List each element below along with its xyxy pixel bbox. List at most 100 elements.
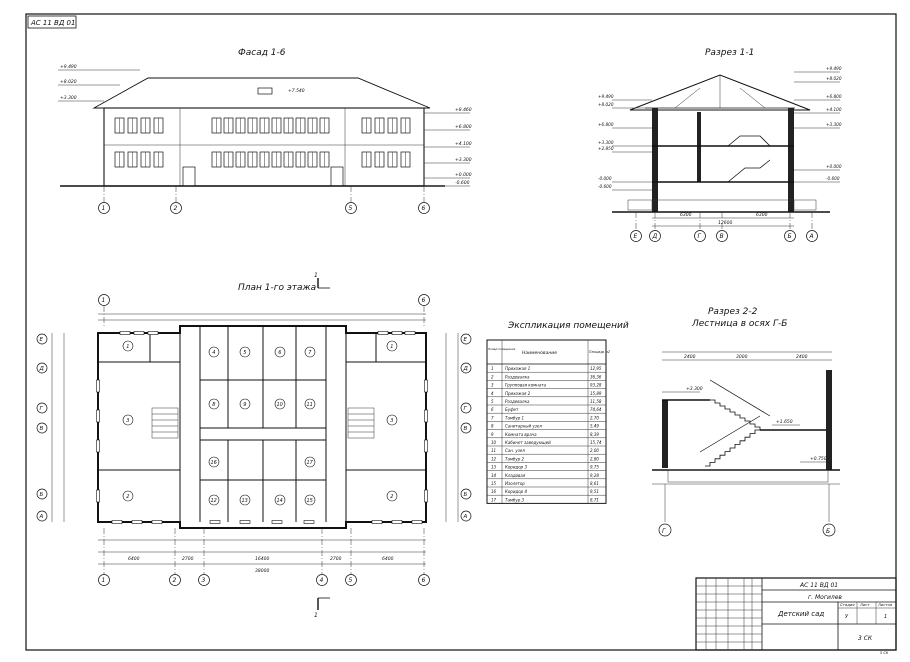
plan-room-number: 5: [243, 350, 246, 356]
section11-stair-lower: [727, 159, 771, 183]
schedule-cell-area: 8,39: [590, 432, 599, 437]
plan-window-bottom: [239, 520, 251, 524]
stair-handrail: [709, 379, 771, 417]
plan-axis-left-3: В: [40, 426, 44, 432]
plan-room-number: 14: [277, 498, 283, 504]
schedule-cell-number: 13: [491, 465, 497, 470]
plan-room-number: 13: [242, 498, 248, 504]
plan-axis-right-0: Е: [464, 337, 468, 343]
section22-dim-1: 3000: [736, 354, 748, 360]
section11-level-l5: -0.000: [598, 176, 612, 181]
room-schedule: Экспликация помещений Номер помещенияНаи…: [486, 321, 629, 504]
facade-door-left: [182, 166, 196, 187]
plan-axis-bottom-5: 6: [422, 577, 426, 584]
facade-level-r0: +8.460: [455, 107, 472, 113]
section22-level-0: +3.300: [686, 386, 703, 392]
schedule-cell-area: 9,28: [590, 473, 599, 478]
plan-room-number: 3: [390, 418, 393, 424]
section22-level-2: +0.750: [810, 456, 827, 462]
sheet-frame: [25, 13, 897, 651]
section11-dim-1: 12600: [718, 220, 732, 226]
schedule-cell-name: Коридор 4: [505, 489, 527, 494]
schedule-cell-number: 17: [491, 497, 497, 502]
schedule-cell-number: 8: [491, 424, 494, 429]
schedule-header-0: Номер помещения: [488, 347, 516, 351]
plan-window-left: [96, 379, 100, 393]
facade-level-r1: +6.800: [455, 124, 472, 130]
section22-title: Разрез 2-2: [708, 307, 758, 317]
schedule-cell-name: Коридор 3: [505, 465, 527, 470]
plan-window-bottom: [303, 520, 315, 524]
section11-wall-left: [652, 108, 658, 212]
schedule-cell-area: 8,71: [590, 497, 599, 502]
schedule-cell-name: Тамбур 1: [505, 415, 524, 420]
titleblock-stage-h1: Лист: [859, 602, 870, 607]
plan-stair-right: [347, 407, 375, 439]
section22-subtitle: Лестница в осях Г-Б: [691, 319, 787, 329]
stair-flight-upper: [710, 399, 765, 431]
schedule-cell-area: 9,75: [590, 465, 599, 470]
facade-level-l1: +8.020: [60, 79, 77, 85]
facade-title: Фасад 1-6: [238, 48, 286, 58]
section11-axis-2: Г: [698, 233, 702, 240]
plan-window-bottom: [151, 520, 163, 524]
schedule-cell-number: 16: [491, 489, 497, 494]
plan-room-number: 3: [126, 418, 129, 424]
schedule-cell-number: 2: [491, 374, 494, 379]
schedule-cell-number: 14: [491, 473, 497, 478]
plan-window-left: [96, 439, 100, 453]
section11-axis-0: Е: [634, 233, 638, 240]
section11-level-l3: +3.300: [598, 140, 614, 145]
plan-axis-right-5: А: [463, 514, 468, 520]
section11-level-l2: +6.800: [598, 122, 614, 127]
schedule-title: Экспликация помещений: [507, 321, 629, 331]
plan-dimension-lines: [51, 313, 459, 565]
plan-window-top: [391, 331, 403, 335]
plan-window-top: [147, 331, 159, 335]
plan-window-right: [424, 439, 428, 453]
plan-axis-left-4: Б: [40, 492, 44, 498]
facade-level-r5: -0.600: [455, 180, 470, 186]
schedule-cell-name: Кабинет заведующей: [505, 440, 551, 445]
schedule-cell-name: Раздевалка: [505, 399, 530, 404]
schedule-cell-number: 5: [491, 399, 494, 404]
section22-level-1: +1.650: [776, 419, 793, 425]
schedule-cell-area: 11,58: [590, 399, 602, 404]
plan-window-top: [404, 331, 416, 335]
section11-wall-mid: [697, 112, 701, 182]
plan-room-number: 1: [126, 344, 129, 350]
section22-axis-0: Г: [662, 528, 666, 535]
plan-axis-left-5: А: [39, 514, 44, 520]
section11-levels: +9.490+8.020+6.800+3.300+2.850-0.000-0.6…: [598, 66, 842, 191]
plan-cut-top: 1: [314, 272, 318, 279]
section11-level-r0: +9.490: [826, 66, 842, 71]
schedule-cell-name: Кладовая: [505, 473, 526, 478]
plan-room-number: 4: [212, 350, 215, 356]
titleblock-org: 3 СК: [858, 635, 873, 642]
plan-window-bottom: [271, 520, 283, 524]
section22-stair: [699, 379, 771, 467]
plan-axis-top-1: 6: [422, 297, 426, 304]
plan-axis-left-1: Д: [39, 366, 45, 372]
schedule-cell-name: Прихожая 2: [505, 391, 531, 396]
schedule-cell-name: Буфет: [505, 407, 519, 412]
plan-interior-walls: [98, 326, 426, 522]
stair-handrail: [699, 415, 761, 453]
schedule-cell-name: Раздевалка: [505, 374, 530, 379]
section11-wall-right: [788, 108, 794, 212]
plan-outline: [97, 325, 427, 529]
schedule-cell-name: Изолятор: [505, 481, 525, 486]
section11-axis-4: Б: [788, 233, 792, 240]
plan-windows: [96, 331, 428, 524]
plan-dim-1: 2700: [182, 556, 194, 562]
titleblock-stage-h2: Листов: [877, 602, 893, 607]
schedule-cell-number: 4: [491, 391, 494, 396]
section22-wall-right: [826, 370, 832, 470]
schedule-cell-number: 12: [491, 456, 497, 461]
plan-room-number: 15: [307, 498, 313, 504]
